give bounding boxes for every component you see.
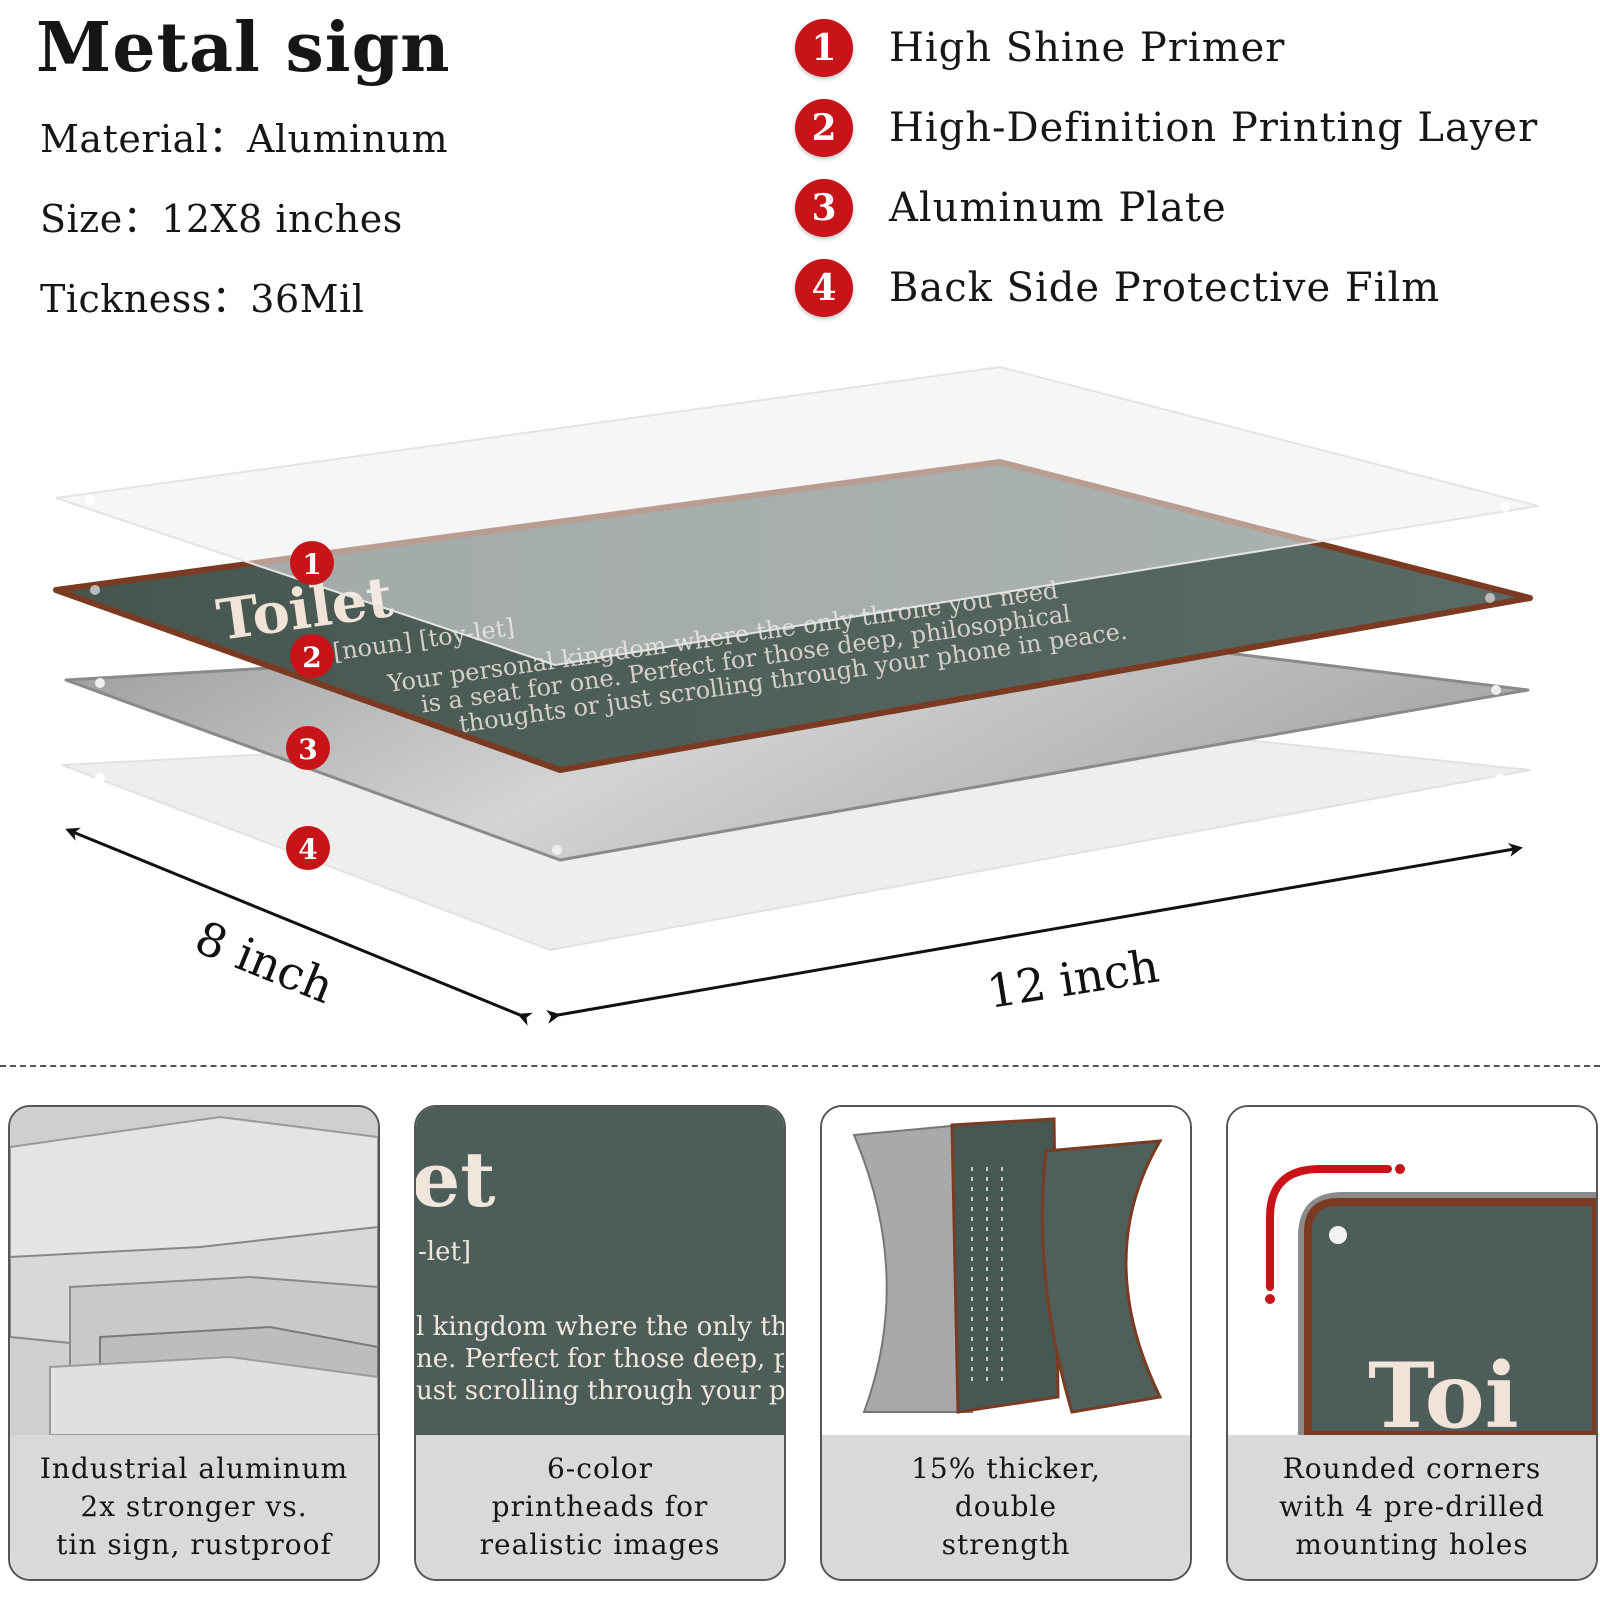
feature-caption: Industrial aluminum 2x stronger vs. tin … bbox=[10, 1435, 378, 1579]
layer-label: High-Definition Printing Layer bbox=[889, 105, 1539, 151]
mounting-hole bbox=[85, 495, 95, 505]
spec-size: Size：12X8 inches bbox=[40, 197, 403, 241]
layer-legend-3: 3 Aluminum Plate bbox=[795, 178, 1227, 238]
mounting-hole bbox=[1491, 685, 1501, 695]
corner-closeup-image: Toi bbox=[1228, 1107, 1596, 1435]
svg-text:2: 2 bbox=[302, 641, 321, 674]
layer-legend-4: 4 Back Side Protective Film bbox=[795, 258, 1440, 318]
mounting-hole bbox=[1485, 593, 1495, 603]
svg-text:3: 3 bbox=[298, 733, 317, 766]
layer-number-badge: 2 bbox=[795, 99, 853, 157]
page-title: Metal sign bbox=[36, 8, 451, 88]
feature-card-aluminum: Industrial aluminum 2x stronger vs. tin … bbox=[8, 1105, 380, 1581]
svg-text:1: 1 bbox=[302, 548, 321, 581]
spec-material: Material：Aluminum bbox=[40, 117, 449, 161]
diagram-badge-1: 1 bbox=[290, 541, 334, 585]
mounting-hole bbox=[552, 845, 562, 855]
diagram-badge-2: 2 bbox=[290, 634, 334, 678]
feature-caption: Rounded corners with 4 pre-drilled mount… bbox=[1228, 1435, 1596, 1579]
layer-diagram: Toilet [noun] [toy-let] Your personal ki… bbox=[53, 365, 1539, 1026]
stacked-plates-image bbox=[10, 1107, 378, 1435]
layer-number-badge: 3 bbox=[795, 179, 853, 237]
corner-sign-word: Toi bbox=[1368, 1343, 1519, 1435]
width-label: 12 inch bbox=[983, 938, 1162, 1018]
layer-label: High Shine Primer bbox=[889, 25, 1286, 71]
spec-thickness: Tickness：36Mil bbox=[40, 277, 365, 321]
feature-card-corners: Toi Rounded corners with 4 pre-drilled m… bbox=[1226, 1105, 1598, 1581]
depth-dimension-arrow bbox=[65, 827, 533, 1026]
svg-text:4: 4 bbox=[298, 833, 317, 866]
layer-label: Back Side Protective Film bbox=[889, 265, 1441, 311]
layer-number-badge: 4 bbox=[795, 259, 853, 317]
mounting-hole bbox=[1500, 502, 1510, 512]
width-dimension-arrow bbox=[545, 842, 1523, 1024]
feature-caption: 15% thicker, double strength bbox=[822, 1435, 1190, 1579]
layer-label: Aluminum Plate bbox=[889, 185, 1227, 231]
diagram-badge-3: 3 bbox=[286, 726, 330, 770]
bent-sign-image bbox=[822, 1107, 1190, 1435]
print-closeup-image: et -let] l kingdom where the only thro n… bbox=[416, 1107, 784, 1435]
depth-label: 8 inch bbox=[188, 910, 341, 1014]
feature-caption: 6-color printheads for realistic images bbox=[416, 1435, 784, 1579]
primer-layer bbox=[55, 365, 1539, 667]
mounting-hole bbox=[1329, 1226, 1347, 1244]
layer-legend-1: 1 High Shine Primer bbox=[795, 18, 1285, 78]
mounting-hole bbox=[95, 773, 105, 783]
mounting-hole bbox=[95, 678, 105, 688]
section-divider bbox=[0, 1065, 1600, 1067]
feature-card-printing: et -let] l kingdom where the only thro n… bbox=[414, 1105, 786, 1581]
layer-legend-2: 2 High-Definition Printing Layer bbox=[795, 98, 1538, 158]
feature-card-thickness: 15% thicker, double strength bbox=[820, 1105, 1192, 1581]
diagram-badge-4: 4 bbox=[286, 826, 330, 870]
layer-number-badge: 1 bbox=[795, 19, 853, 77]
mounting-hole bbox=[1495, 774, 1505, 784]
mounting-hole bbox=[90, 585, 100, 595]
